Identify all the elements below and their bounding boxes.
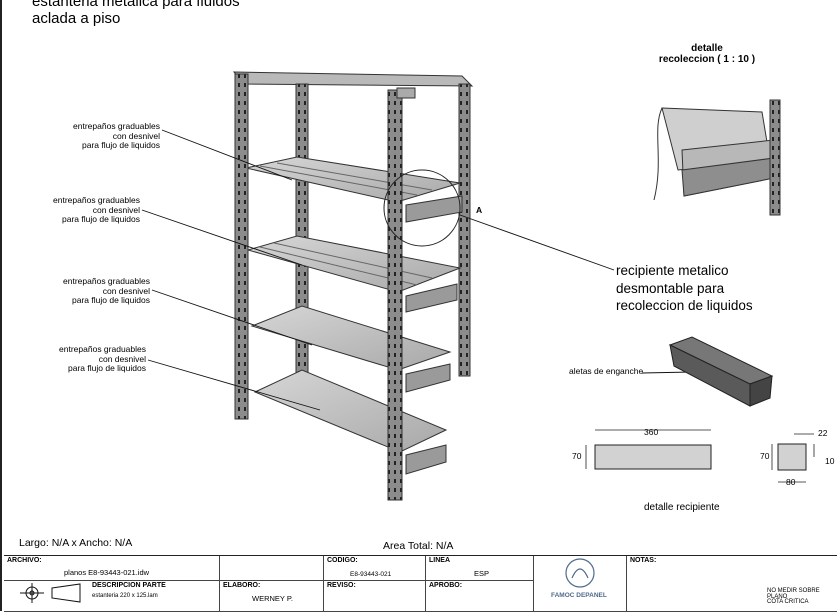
note-2: COTA CRITICA — [767, 599, 809, 605]
tabs-label: aletas de enganche — [569, 366, 644, 376]
shelf-label-1: entrepaños graduables con desnivel para … — [73, 121, 160, 151]
logo-text: FAMOC DEPANEL — [551, 592, 607, 599]
archivo-cell: ARCHIVO: planos E8-93443-021.idw — [4, 556, 220, 581]
dim-side-width: 80 — [786, 477, 796, 487]
detail-recipient-label: detalle recipiente — [644, 502, 720, 513]
title-block: ARCHIVO: planos E8-93443-021.idw DESCRIP… — [4, 555, 837, 612]
dim-lip-height: 10 — [825, 456, 835, 466]
elaboro-value: WERNEY P. — [252, 594, 293, 603]
dim-length: 360 — [644, 427, 659, 437]
dimensions-text: Largo: N/A x Ancho: N/A — [19, 537, 133, 549]
descripcion-cell: DESCRIPCION PARTE estanteria 220 x 125.l… — [4, 581, 220, 612]
reviso-cell: REVISO: — [324, 581, 426, 612]
dim-lip: 22 — [818, 428, 828, 438]
shelf-1 — [245, 156, 463, 223]
dim-height: 70 — [572, 451, 582, 461]
post-back-right — [458, 83, 471, 377]
detail-title: detalle recoleccion ( 1 : 10 ) — [658, 43, 756, 66]
shelf-label-3: entrepaños graduables con desnivel para … — [63, 276, 150, 306]
detail-circle — [383, 169, 461, 247]
note-1: NO MEDIR SOBRE PLANO — [767, 588, 820, 600]
codigo-value: E8-93443-021 — [350, 571, 392, 578]
leader-lines — [141, 129, 693, 411]
dim-side-height: 70 — [760, 451, 770, 461]
shelf-label-2: entrepaños graduables con desnivel para … — [53, 195, 140, 225]
post-front-left — [234, 73, 249, 420]
elaboro-cell: ELABORO: WERNEY P. — [220, 581, 324, 612]
archivo-value: planos E8-93443-021.idw — [64, 568, 150, 577]
descripcion-value: estanteria 220 x 125.lam — [92, 593, 158, 599]
container-side-view — [771, 433, 815, 483]
logo-cell: FAMOC DEPANEL — [534, 556, 627, 612]
container-callout: recipiente metalico desmontable para rec… — [616, 263, 753, 314]
detail-marker: A — [476, 205, 483, 215]
company-logo-mark — [565, 558, 595, 588]
container-3d — [668, 336, 774, 407]
projection-symbol — [20, 583, 81, 603]
codigo-cell: CODIGO: E8-93443-021 — [324, 556, 426, 581]
detail-view — [653, 99, 781, 216]
drawing-title: estanteria metalica para fluidos aclada … — [32, 0, 240, 27]
notas-cell: NOTAS: NO MEDIR SOBRE PLANO COTA CRITICA — [627, 556, 837, 612]
linea-value: ESP — [474, 569, 490, 578]
shelf-top — [232, 71, 474, 87]
container-front-view — [585, 429, 712, 470]
shelf-2 — [246, 235, 462, 313]
shelf-label-4: entrepaños graduables con desnivel para … — [59, 344, 146, 374]
post-front-right — [387, 89, 403, 501]
area-text: Area Total: N/A — [383, 540, 454, 552]
aprobo-cell: APROBO: — [426, 581, 534, 612]
linea-cell: LINEA ESP — [426, 556, 534, 581]
